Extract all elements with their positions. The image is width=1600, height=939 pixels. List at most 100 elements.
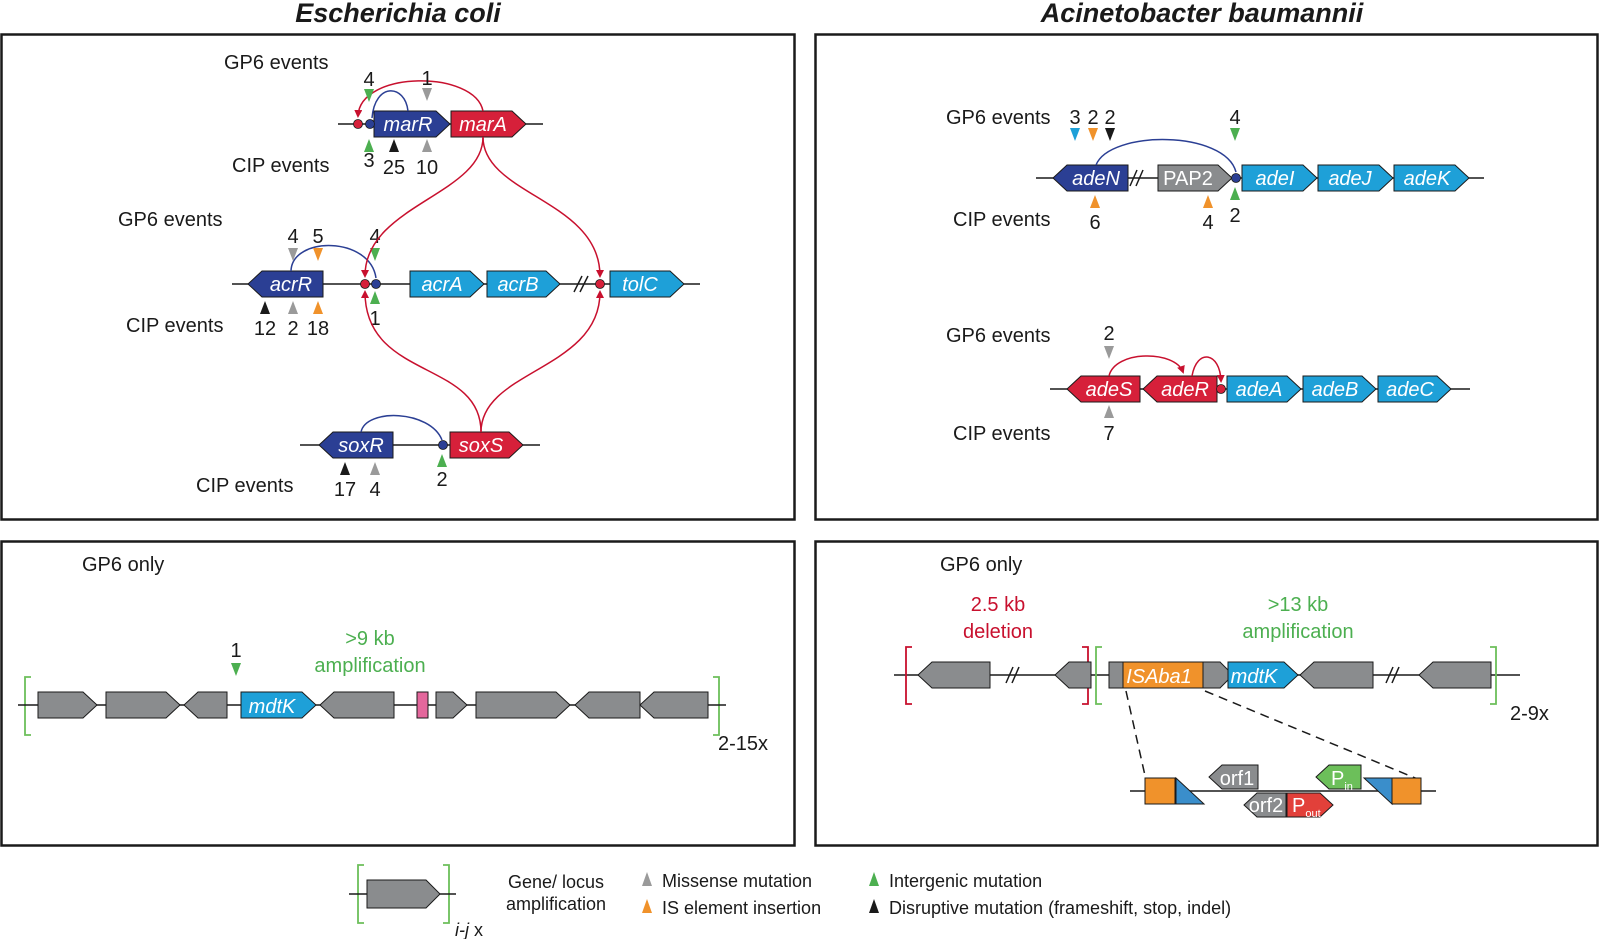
gene-ISAba1-label: ISAba1 xyxy=(1126,666,1192,688)
disruptive-mutation-icon xyxy=(260,301,270,314)
activation-arrow-adeS-adeR xyxy=(1108,355,1185,377)
gene-acrB-label: acrB xyxy=(497,274,538,296)
gene-orf2 xyxy=(1243,792,1287,818)
gene-adeJ-label: adeJ xyxy=(1328,168,1372,190)
promoter-dot-acrA-blue xyxy=(371,279,381,289)
gene-adeI-label: adeI xyxy=(1256,168,1295,190)
missense-mutation-icon xyxy=(1104,346,1114,359)
intergenic-mutation-icon xyxy=(364,89,374,102)
promoter-dot-tolC xyxy=(595,279,605,289)
gene-acrA xyxy=(409,270,485,298)
promoter-Pin-label: Pin xyxy=(1331,768,1353,793)
gene-adeK xyxy=(1393,164,1470,192)
repression-arc-marR xyxy=(371,90,409,119)
count: 7 xyxy=(1103,423,1114,445)
locus-adeABC: adeS adeR adeA adeB adeC xyxy=(1050,355,1470,403)
count: 4 xyxy=(369,226,380,248)
promoter-dot-mar-red xyxy=(353,119,363,129)
is-insertion-icon xyxy=(1203,195,1213,208)
promoter-Pin xyxy=(1315,764,1362,790)
title-ecoli: Escherichia coli xyxy=(295,0,501,28)
gene-arrow-gray xyxy=(1108,661,1124,689)
missense-mutation-icon xyxy=(422,139,432,152)
gene-adeN-label: adeN xyxy=(1072,168,1120,190)
count: 4 xyxy=(1202,212,1213,234)
zoom-guide-right xyxy=(1204,690,1421,781)
legend-amp-line1: Gene/ locus xyxy=(508,872,604,892)
intergenic-mutation-icon xyxy=(370,248,380,261)
gene-tolC-label: tolC xyxy=(622,274,658,296)
count: 2 xyxy=(436,469,447,491)
amplification-bracket-right xyxy=(1490,646,1497,705)
locus-abaum-amplified: ISAba1 mdtK xyxy=(894,646,1520,705)
gene-adeC-label: adeC xyxy=(1386,379,1434,401)
gene-soxR-label: soxR xyxy=(338,435,384,457)
label-gp6-events-acr: GP6 events xyxy=(118,209,223,231)
repression-arc-adeN xyxy=(1095,138,1237,173)
count: 2 xyxy=(1103,323,1114,345)
abaum-amp-fold: 2-9x xyxy=(1510,703,1549,725)
ir-triangle-left xyxy=(1175,776,1206,805)
break-mark xyxy=(579,275,589,293)
gene-arrow-gray xyxy=(639,691,709,719)
promoter-Pout-label: Pout xyxy=(1292,795,1321,820)
gene-acrR xyxy=(247,270,324,298)
missense-mutation-icon xyxy=(288,301,298,314)
amplification-bracket-left xyxy=(1095,646,1102,705)
gene-mdtK-abaum-label: mdtK xyxy=(1231,666,1279,688)
gene-mdtK-abaum xyxy=(1227,661,1299,689)
gene-arrow-gray xyxy=(917,661,991,689)
gene-tolC xyxy=(609,270,685,298)
activation-arrow-marA-acrA xyxy=(361,136,484,278)
legend-range: i-j x xyxy=(455,920,483,939)
gene-adeK-label: adeK xyxy=(1404,168,1452,190)
abaum-deletion-size: 2.5 kb xyxy=(971,594,1025,616)
gene-orf1 xyxy=(1208,764,1259,790)
count: 2 xyxy=(1229,205,1240,227)
abaum-deletion-word: deletion xyxy=(963,621,1033,643)
gene-arrow-gray xyxy=(319,691,395,719)
is-insertion-icon xyxy=(1070,128,1080,141)
count: 4 xyxy=(287,226,298,248)
gene-soxS xyxy=(449,431,524,459)
disruptive-mutation-icon xyxy=(1105,128,1115,141)
gene-small-pink xyxy=(416,691,429,719)
count: 3 xyxy=(363,150,374,172)
label-gp6-events-aden: GP6 events xyxy=(946,107,1051,129)
label-gp6-only-ecoli: GP6 only xyxy=(82,554,164,576)
count: 2 xyxy=(287,318,298,340)
amplification-bracket-left xyxy=(24,676,31,736)
title-abaumannii: Acinetobacter baumannii xyxy=(1040,0,1364,28)
gene-arrow-gray xyxy=(105,691,181,719)
intergenic-mutation-icon xyxy=(364,139,374,152)
intergenic-mutation-icon xyxy=(1230,128,1240,141)
count: 4 xyxy=(363,69,374,91)
break-mark xyxy=(1005,666,1014,684)
legend-intergenic: Intergenic mutation xyxy=(889,871,1042,891)
repression-arc-acrR xyxy=(290,244,377,279)
gene-adeB xyxy=(1302,375,1377,403)
label-cip-events-mar: CIP events xyxy=(232,155,329,177)
ecoli-amp-size: >9 kb xyxy=(345,628,394,650)
gene-PAP2 xyxy=(1157,164,1233,192)
count: 10 xyxy=(416,157,438,179)
panel-abaum-top xyxy=(814,33,1599,521)
promoter-Pin-sub: in xyxy=(1344,781,1353,793)
promoter-dot-adeI xyxy=(1231,173,1241,183)
locus-sox: soxR soxS xyxy=(300,414,540,459)
promoter-Pout-sub: out xyxy=(1305,808,1320,820)
intergenic-mutation-icon xyxy=(1230,187,1240,200)
count: 2 xyxy=(1104,107,1115,129)
intergenic-mutation-icon xyxy=(370,291,380,304)
label-cip-events-aden: CIP events xyxy=(953,209,1050,231)
abaum-amp-word: amplification xyxy=(1242,621,1353,643)
ecoli-amp-word: amplification xyxy=(314,655,425,677)
gene-marR-label: marR xyxy=(384,114,433,136)
gene-adeS-label: adeS xyxy=(1086,379,1133,401)
count: 4 xyxy=(369,479,380,501)
count: 18 xyxy=(307,318,329,340)
label-cip-events-ades: CIP events xyxy=(953,423,1050,445)
gene-adeC xyxy=(1377,375,1452,403)
legend-disruptive-icon xyxy=(869,899,879,913)
locus-ecoli-amplified: mdtK xyxy=(18,676,726,736)
